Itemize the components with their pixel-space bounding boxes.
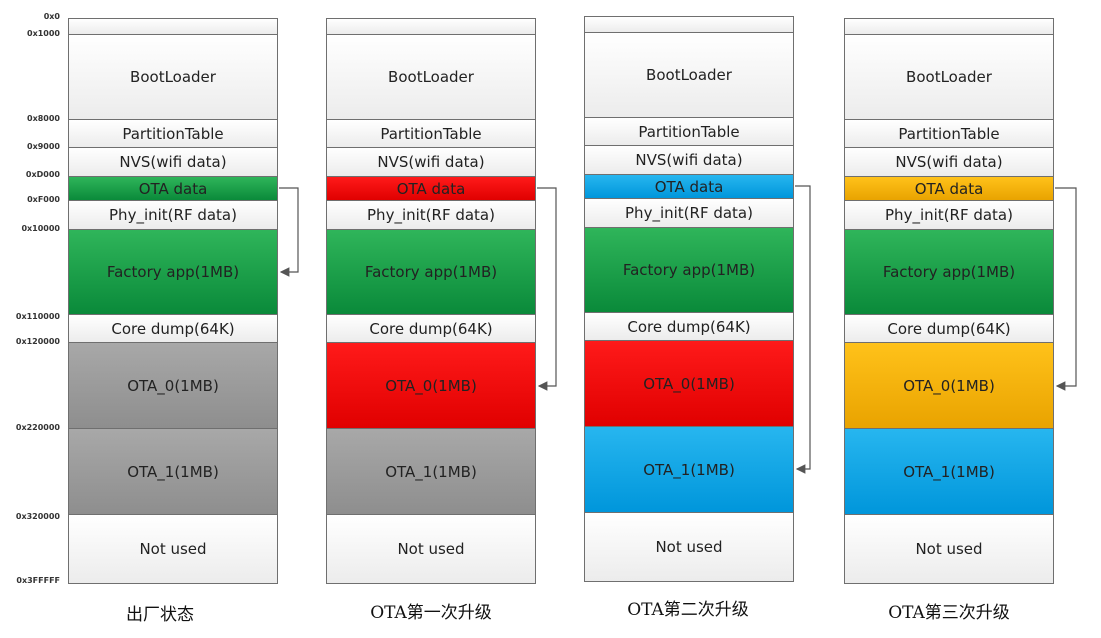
address-0xF000: 0xF000 — [27, 195, 60, 204]
ota-1-block: OTA_1(1MB) — [326, 428, 536, 515]
partition-table-block: PartitionTable — [326, 119, 536, 148]
factory-app-block: Factory app(1MB) — [326, 229, 536, 315]
ota-data-block: OTA data — [584, 174, 794, 199]
address-0x8000: 0x8000 — [27, 114, 60, 123]
caption-ota-3: OTA第三次升级 — [888, 603, 1010, 623]
arrow-ota-data-to-ota-0 — [537, 187, 557, 391]
ota-0-block: OTA_0(1MB) — [844, 342, 1054, 429]
ota-0-block: OTA_0(1MB) — [68, 342, 278, 429]
address-0xD000: 0xD000 — [25, 170, 60, 179]
address-0x0: 0x0 — [43, 12, 60, 21]
partition-table-block: PartitionTable — [68, 119, 278, 148]
address-0x1000: 0x1000 — [27, 29, 60, 38]
address-0x3FFFFF: 0x3FFFFF — [16, 576, 60, 585]
nvs-block: NVS(wifi data) — [584, 145, 794, 175]
not-used-block: Not used — [326, 514, 536, 584]
partition-table-block: PartitionTable — [584, 117, 794, 146]
caption-ota-1: OTA第一次升级 — [370, 603, 492, 623]
not-used-block: Not used — [68, 514, 278, 584]
partition-table-block: PartitionTable — [844, 119, 1054, 148]
phy-init-block: Phy_init(RF data) — [68, 200, 278, 230]
arrow-ota-data-to-ota-1 — [795, 185, 811, 474]
bootloader-block: BootLoader — [844, 34, 1054, 120]
phy-init-block: Phy_init(RF data) — [844, 200, 1054, 230]
factory-app-block: Factory app(1MB) — [844, 229, 1054, 315]
bootloader-block: BootLoader — [326, 34, 536, 120]
core-dump-block: Core dump(64K) — [326, 314, 536, 343]
arrow-ota-data-to-ota-0 — [1055, 187, 1077, 391]
bootloader-block: BootLoader — [584, 32, 794, 118]
address-0x9000: 0x9000 — [27, 142, 60, 151]
not-used-block: Not used — [844, 514, 1054, 584]
nvs-block: NVS(wifi data) — [844, 147, 1054, 177]
address-0x320000: 0x320000 — [15, 512, 60, 521]
ota-1-block: OTA_1(1MB) — [584, 426, 794, 513]
address-0x220000: 0x220000 — [15, 423, 60, 432]
address-0x10000: 0x10000 — [21, 224, 60, 233]
ota-0-block: OTA_0(1MB) — [326, 342, 536, 429]
address-0x120000: 0x120000 — [15, 337, 60, 346]
not-used-block: Not used — [584, 512, 794, 582]
ota-0-block: OTA_0(1MB) — [584, 340, 794, 427]
ota-1-block: OTA_1(1MB) — [68, 428, 278, 515]
caption-ota-2: OTA第二次升级 — [627, 600, 749, 620]
arrow-ota-data-to-factory — [279, 187, 299, 277]
address-0x110000: 0x110000 — [15, 312, 60, 321]
bootloader-block: BootLoader — [68, 34, 278, 120]
caption-factory: 出厂状态 — [126, 605, 194, 625]
factory-app-block: Factory app(1MB) — [584, 227, 794, 313]
nvs-block: NVS(wifi data) — [326, 147, 536, 177]
